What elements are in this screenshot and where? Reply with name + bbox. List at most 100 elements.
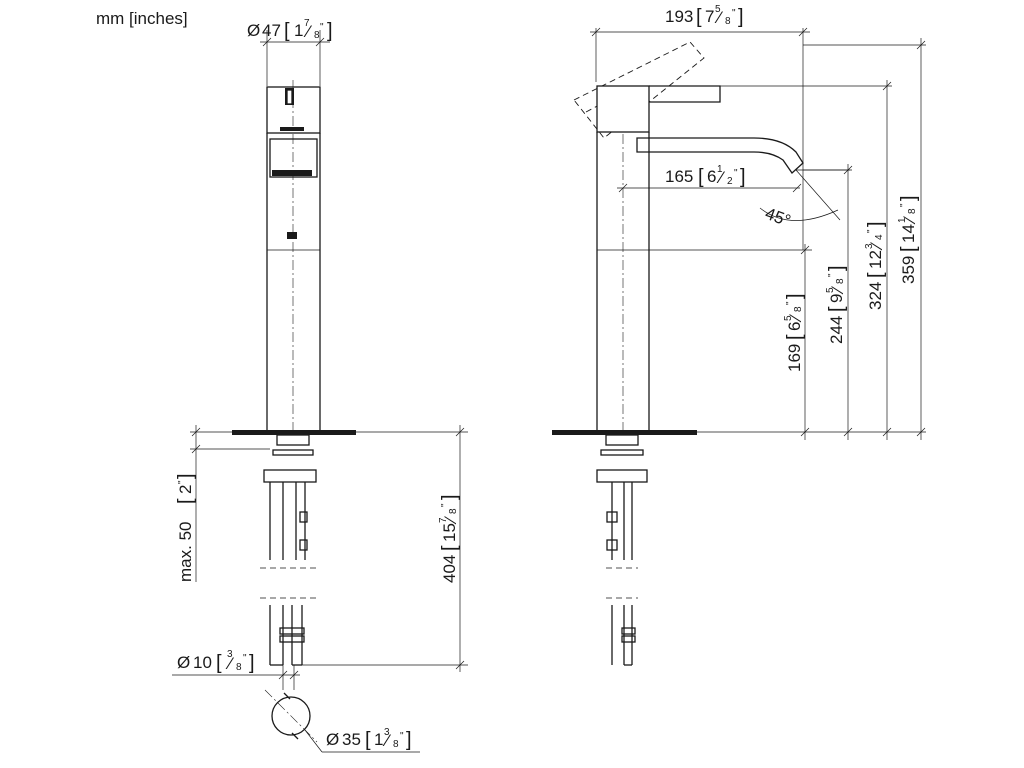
bracket-open: [ (365, 729, 371, 751)
bracket-open: [ (898, 246, 920, 252)
dim-hose-length-mm: 404 (440, 555, 459, 583)
bracket-close: ] (865, 221, 887, 227)
dim-spout-angle-value: 45° (763, 204, 794, 231)
bracket-open: [ (865, 272, 887, 278)
bracket-close: ] (406, 729, 412, 751)
dim-spout-reach: 165 [ 6 1 ⁄ 2 " ] (617, 164, 802, 193)
dim-hole-diameter: Ø 35 [ 1 3 ⁄ 8 " ] (264, 689, 420, 753)
dim-hose-diameter-num: 3 (227, 649, 233, 660)
bracket-open: [ (175, 498, 197, 504)
bracket-open: [ (284, 20, 290, 42)
dim-height-244-den: 8 (835, 278, 846, 284)
bracket-open: [ (826, 306, 848, 312)
dim-spout-reach-den: 2 (727, 176, 733, 187)
frac-slash: ⁄ (786, 313, 805, 323)
bracket-close: ] (826, 265, 848, 271)
front-mounting-assembly (260, 434, 317, 666)
front-view: Ø 47 [ 1 7 ⁄ 8 " ] (172, 18, 468, 753)
frac-slash: ⁄ (716, 168, 726, 187)
dim-height-169-inch: 6 (785, 322, 804, 331)
side-deck-plate (552, 430, 697, 435)
bracket-close: ] (439, 494, 461, 500)
bracket-close: ] (327, 20, 333, 42)
dim-spout-diameter-num: 7 (304, 18, 310, 29)
dim-spout-diameter-unit: " (320, 22, 324, 33)
dim-total-width-unit: " (732, 8, 736, 19)
frac-slash: ⁄ (303, 22, 313, 41)
bracket-open: [ (784, 334, 806, 340)
dim-max-unit: " (177, 480, 188, 484)
dim-height-359: 359 [ 14 1 ⁄ 8 " ] (897, 38, 926, 440)
dim-height-359-num: 1 (897, 217, 908, 223)
faucet-front-body (266, 80, 321, 432)
dim-max-prefix: max. (176, 545, 195, 582)
frac-slash: ⁄ (714, 8, 724, 27)
dim-spout-reach-unit: " (734, 168, 738, 179)
frac-slash: ⁄ (225, 654, 235, 673)
dim-hose-length-den: 8 (448, 508, 459, 514)
dim-hose-length: 404 [ 15 7 ⁄ 8 " ] (302, 425, 468, 672)
bracket-open: [ (698, 166, 704, 188)
frac-slash: ⁄ (382, 731, 392, 750)
side-mounting-assembly (596, 434, 648, 666)
dim-spout-diameter-inch: 1 (294, 21, 303, 40)
dim-total-width: 193 [ 7 5 ⁄ 8 " ] (590, 4, 810, 150)
side-view: 193 [ 7 5 ⁄ 8 " ] (552, 4, 926, 666)
units-label: mm [inches] (96, 9, 188, 28)
dim-hose-diameter: Ø 10 [ 3 ⁄ 8 " ] (172, 649, 300, 690)
dim-height-169-den: 8 (793, 306, 804, 312)
dim-height-359-inch: 14 (899, 224, 918, 243)
frac-slash: ⁄ (441, 515, 460, 525)
dim-height-359-den: 8 (907, 208, 918, 214)
dim-hole-diameter-num: 3 (384, 727, 390, 738)
dim-height-169: 169 [ 6 5 ⁄ 8 " ] (783, 244, 810, 440)
dim-total-width-inch: 7 (705, 7, 714, 26)
dim-spout-angle: 45° (759, 204, 839, 231)
dim-max-mm: 50 (176, 522, 195, 541)
dim-height-244-unit: " (827, 273, 838, 277)
height-extension-lines (649, 44, 926, 433)
dim-spout-diameter-mm: 47 (262, 21, 281, 40)
frac-slash: ⁄ (900, 215, 919, 225)
dim-hose-diameter-unit: " (243, 653, 247, 664)
svg-text:max. 50: max. 50 (176, 522, 195, 583)
dim-hose-length-unit: " (440, 503, 451, 507)
bracket-close: ] (175, 473, 197, 479)
faucet-side-body (596, 85, 721, 432)
dim-hole-diameter-mm: 35 (342, 730, 361, 749)
dim-total-width-num: 5 (715, 4, 721, 15)
dim-height-244-num: 5 (825, 287, 836, 293)
bracket-close: ] (740, 166, 746, 188)
bracket-open: [ (216, 652, 222, 674)
dim-spout-reach-mm: 165 (665, 167, 693, 186)
faucet-spout (636, 137, 850, 250)
diameter-symbol: Ø (326, 730, 339, 749)
dim-spout-reach-num: 1 (717, 164, 723, 175)
dim-hose-diameter-mm: 10 (193, 653, 212, 672)
dim-hose-diameter-den: 8 (236, 662, 242, 673)
dim-height-244-inch: 9 (827, 294, 846, 303)
dim-total-width-den: 8 (725, 16, 731, 27)
dim-height-169-mm: 169 (785, 344, 804, 372)
dim-hole-diameter-unit: " (400, 731, 404, 742)
dim-hole-diameter-inch: 1 (374, 730, 383, 749)
dim-hose-length-num: 7 (438, 517, 449, 523)
dim-hole-diameter-den: 8 (393, 739, 399, 750)
frac-slash: ⁄ (828, 285, 847, 295)
frac-slash: ⁄ (867, 241, 886, 251)
bracket-open: [ (439, 545, 461, 551)
dim-height-324-mm: 324 (866, 282, 885, 310)
dim-max-inch: 2 (176, 485, 195, 494)
dim-height-324-unit: " (866, 229, 877, 233)
dim-height-359-mm: 359 (899, 256, 918, 284)
dim-spout-reach-inch: 6 (707, 167, 716, 186)
dim-height-324-den: 4 (874, 234, 885, 240)
dim-total-width-mm: 193 (665, 7, 693, 26)
dim-height-324: 324 [ 12 3 ⁄ 4 " ] (864, 80, 892, 440)
dim-height-324-inch: 12 (866, 250, 885, 269)
diameter-symbol: Ø (177, 653, 190, 672)
dim-hose-length-inch: 15 (440, 523, 459, 542)
diameter-symbol: Ø (247, 21, 260, 40)
bracket-close: ] (249, 652, 255, 674)
